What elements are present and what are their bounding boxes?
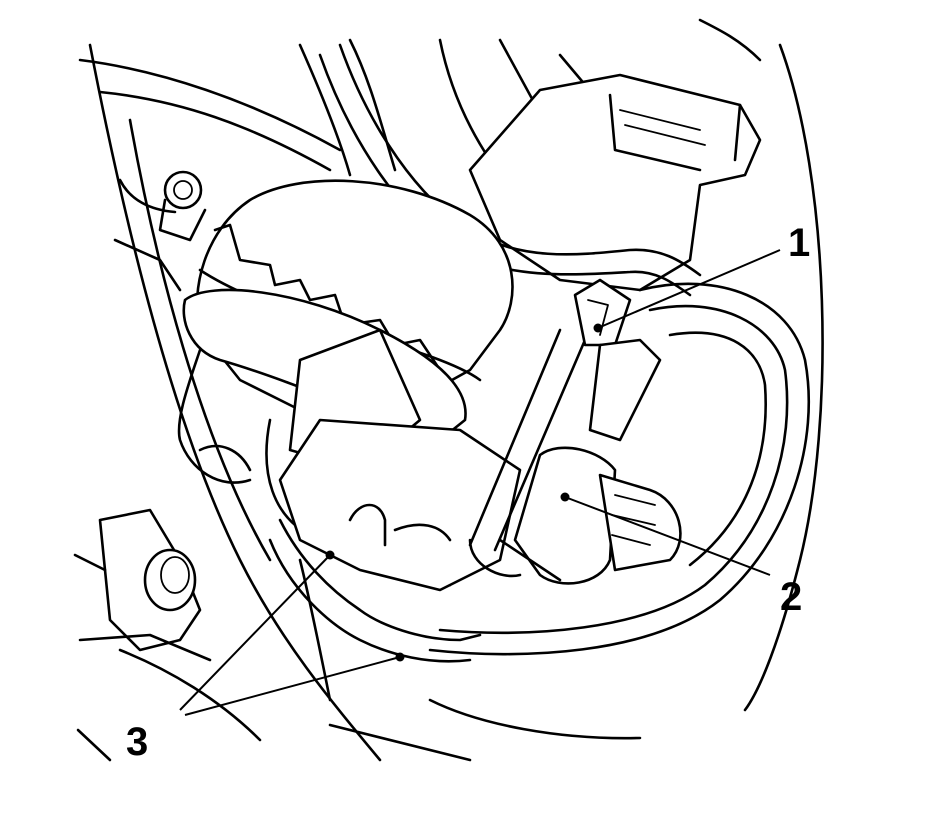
hose-loop: [428, 282, 811, 656]
leader-line-1: [597, 249, 781, 329]
leader-dot-2: [560, 492, 570, 502]
callout-1: 1: [788, 221, 810, 265]
pump-motor-housing: [177, 179, 522, 592]
leader-dot-3b: [395, 652, 405, 662]
bolt-head: [158, 170, 207, 242]
callout-leaders: [179, 249, 781, 716]
vehicle-structure: [78, 18, 824, 762]
lower-pipe: [268, 518, 482, 702]
vacuum-tube-connector: [468, 278, 662, 578]
leader-dot-3a: [325, 550, 335, 560]
lower-bracket: [73, 508, 262, 762]
upper-bracket: [468, 73, 762, 292]
callout-2: 2: [780, 575, 802, 619]
leader-line-3a: [179, 554, 331, 711]
leader-line-2: [564, 496, 771, 576]
leader-dot-1: [593, 323, 603, 333]
leader-line-3b: [184, 656, 401, 716]
solenoid-valve: [498, 446, 682, 585]
callout-3: 3: [126, 720, 148, 764]
